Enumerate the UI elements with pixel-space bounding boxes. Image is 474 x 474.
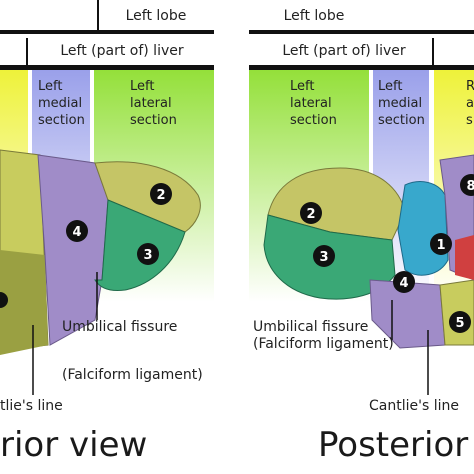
right-lobe-bar [249,30,474,34]
left-panel: Left lobe Left (part of) liver Left medi… [0,0,214,465]
lateral-section-label: Left lateral section [130,79,177,128]
svg-text:1: 1 [436,238,445,253]
left-liver-label: Left (part of) liver [60,43,183,59]
segment-2-region [94,161,201,233]
fissure-label-right: Umbilical fissure (Falciform ligament) [253,319,394,352]
svg-text:8: 8 [466,179,474,194]
rfissure-line-1: Umbilical fissure [253,319,368,335]
svg-text:4: 4 [399,276,408,291]
medial-line-2: medial [38,96,82,111]
rright-line-3: s [466,113,473,128]
segment-4-marker: 4 [66,220,88,242]
fissure-label: Umbilical fissure (Falciform ligament) [62,319,203,383]
right-panel: Left lobe Left (part of) liver Left late… [249,8,474,465]
left-liver-bar [0,65,214,70]
svg-text:3: 3 [319,250,328,265]
fissure-line-2: (Falciform ligament) [62,367,203,383]
svg-text:2: 2 [306,207,315,222]
segment-partial-marker [0,292,8,308]
rlateral-line-2: lateral [290,96,332,111]
cantlie-label-right: Cantlie's line [369,398,459,414]
rlateral-line-3: section [290,113,337,128]
svg-text:2: 2 [156,188,165,203]
svg-text:4: 4 [72,225,81,240]
right-liver-divider [432,38,434,68]
segment-4-region-right [369,279,446,349]
right-lobe-label: Left lobe [284,8,345,24]
segment-3-marker: 3 [137,243,159,265]
segment-4-marker-right: 4 [393,271,415,293]
left-lobe-divider [97,0,99,33]
left-lobe-bar [0,30,214,34]
svg-text:3: 3 [143,248,152,263]
segment-1-marker-right: 1 [430,233,452,255]
rright-line-1: R [466,79,474,94]
medial-line-3: section [38,113,85,128]
rlateral-line-1: Left [290,79,314,94]
segment-olive-lower [0,250,48,355]
segment-5-marker-right: 5 [449,311,471,333]
medial-section-label-right: Left medial section [378,79,426,128]
segment-2-marker: 2 [150,183,172,205]
vessel-region-right [455,235,474,280]
left-liver-divider [26,38,28,68]
cantlie-label: tlie's line [0,398,63,414]
rmedial-line-1: Left [378,79,402,94]
lateral-line-2: lateral [130,96,172,111]
rmedial-line-2: medial [378,96,422,111]
rmedial-line-3: section [378,113,425,128]
segment-1-region-right [397,181,449,276]
medial-line-1: Left [38,79,62,94]
medial-section-label: Left medial section [38,79,86,128]
svg-text:5: 5 [455,316,464,331]
rright-line-2: a [466,96,474,111]
rfissure-line-2: (Falciform ligament) [253,336,394,352]
lateral-section-label-right: Left lateral section [290,79,337,128]
view-title-left: rior view [0,425,147,465]
fissure-line-1: Umbilical fissure [62,319,177,335]
view-title-right: Posterior [318,425,468,465]
segment-3-marker-right: 3 [313,245,335,267]
lateral-line-1: Left [130,79,154,94]
segment-2-marker-right: 2 [300,202,322,224]
segment-8-marker-right: 8 [460,174,474,196]
lateral-line-3: section [130,113,177,128]
right-section-label-partial: R a s [466,79,474,128]
right-liver-bar [249,65,474,70]
left-lobe-label: Left lobe [126,8,187,24]
right-liver-label: Left (part of) liver [282,43,405,59]
